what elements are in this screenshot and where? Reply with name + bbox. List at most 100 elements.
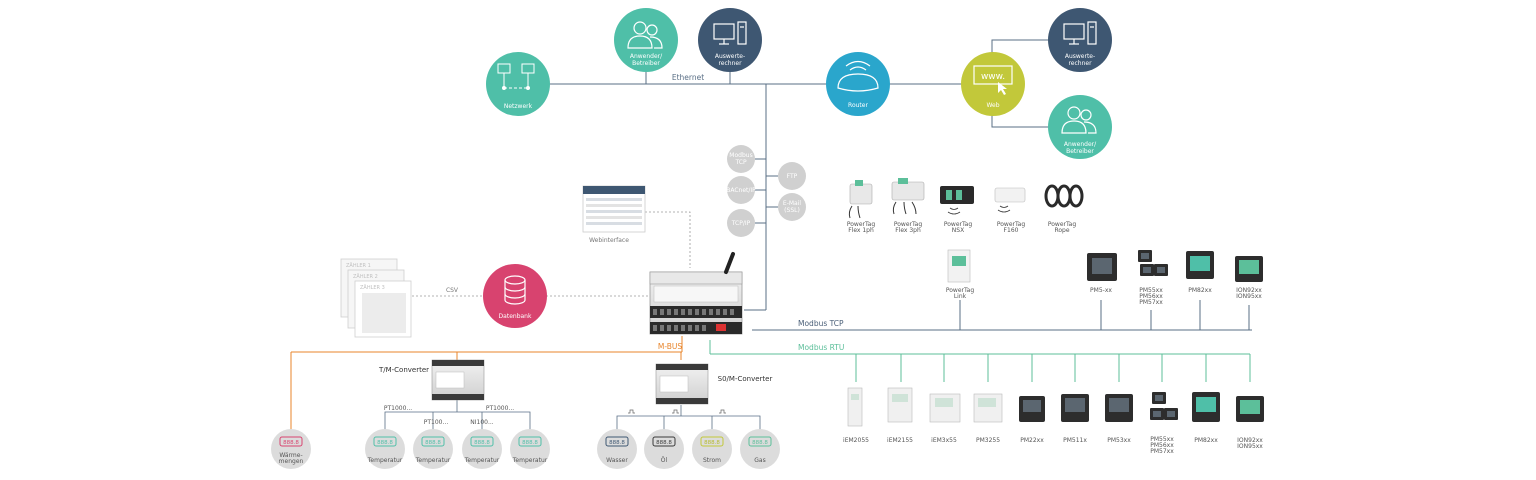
mbus-label: M-BUS xyxy=(658,342,683,351)
rtu-meter-7-label: PM53xx xyxy=(1107,437,1131,444)
anwender-right-label-1: Anwender/ xyxy=(1064,141,1097,148)
tm-converter: T/M-Converter xyxy=(378,359,485,401)
protocol-email: E-Mail (SSL) xyxy=(778,193,806,221)
anwender-top-label-1: Anwender/ xyxy=(630,53,663,60)
protocol-modbus-tcp-label-2: TCP xyxy=(734,159,747,166)
bottom-node-strom: 888.8 Strom xyxy=(692,429,732,469)
node-auswerte-top: Auswerte- rechner xyxy=(698,8,762,72)
anwender-right-label-2: Betreiber xyxy=(1066,148,1094,155)
bottom-node-temp-1: 888.8 Temperatur xyxy=(365,429,405,469)
rtu-meter-3-label: iEM3x55 xyxy=(931,437,957,444)
oel-display: 888.8 xyxy=(656,440,672,446)
datenbank-label: Datenbank xyxy=(499,313,532,320)
powertag-1-label-2: Flex 1ph xyxy=(848,227,874,234)
bottom-node-gas: 888.8 Gas xyxy=(740,429,780,469)
powertag-link-label-2: Link xyxy=(954,293,967,300)
main-controller-device xyxy=(649,252,743,335)
tcp-meter-3-label: PM82xx xyxy=(1188,287,1212,294)
network-icon xyxy=(497,63,535,90)
temp-1-display: 888.8 xyxy=(377,440,393,446)
sensor-pt100-label: PT100... xyxy=(424,419,449,426)
powertag-flex-3ph: PowerTag Flex 3ph xyxy=(891,178,925,234)
temp-4-label: Temperatur xyxy=(512,457,548,464)
rtu-meter-pm53xx: PM53xx xyxy=(1105,394,1133,444)
bottom-node-temp-3: 888.8 Temperatur xyxy=(462,429,502,469)
ethernet-label: Ethernet xyxy=(672,73,704,82)
temp-2-label: Temperatur xyxy=(415,457,451,464)
converter-sensor-lines xyxy=(384,400,761,432)
tm-converter-label: T/M-Converter xyxy=(378,366,429,374)
powertag-2-label-1: PowerTag xyxy=(894,221,922,228)
zaehler-3-label: ZÄHLER 3 xyxy=(360,284,385,291)
temp-2-display: 888.8 xyxy=(425,440,441,446)
tcp-meter-1-label: PM5-xx xyxy=(1090,287,1112,294)
zaehler-reports: ZÄHLER 1 ZÄHLER 2 ZÄHLER 3 xyxy=(340,258,412,338)
anwender-top-label-2: Betreiber xyxy=(632,60,660,67)
netzwerk-label: Netzwerk xyxy=(504,103,533,110)
protocol-email-label-2: (SSL) xyxy=(784,207,800,214)
node-netzwerk: Netzwerk xyxy=(486,52,550,116)
protocol-nodes: Modbus TCP BACnet/IP TCP/IP FTP E-Mail (… xyxy=(726,145,806,237)
bottom-node-oel: 888.8 Öl xyxy=(644,429,684,469)
rtu-meter-8-label-2: PM56xx xyxy=(1150,442,1174,449)
sensor-pt1000-b-label: PT1000... xyxy=(486,405,514,412)
dotted-links xyxy=(412,211,691,297)
protocol-email-label-1: E-Mail xyxy=(783,200,801,207)
powertag-link: PowerTag Link xyxy=(946,249,974,300)
users-icon xyxy=(627,21,663,49)
webinterface-screenshot: Webinterface xyxy=(582,185,646,244)
modbus-rtu-label: Modbus RTU xyxy=(798,343,844,352)
router-label: Router xyxy=(848,102,868,109)
csv-label: CSV xyxy=(446,287,459,294)
protocol-bacnet: BACnet/IP xyxy=(726,176,756,204)
strom-label: Strom xyxy=(703,457,721,464)
connection-lines xyxy=(518,39,1252,331)
wasser-label: Wasser xyxy=(606,457,628,464)
rtu-meter-iem2155: iEM2155 xyxy=(887,387,913,444)
rtu-meter-9-label: PM82xx xyxy=(1194,437,1218,444)
powertag-5-label-1: PowerTag xyxy=(1048,221,1076,228)
tcp-meter-ion92xx: ION92xx ION95xx xyxy=(1235,256,1263,300)
rtu-meter-pm511x: PM511x xyxy=(1061,394,1089,444)
sm-converter: S0/M-Converter xyxy=(655,363,772,405)
auswerte-top-label-2: rechner xyxy=(718,60,742,67)
rtu-meter-10-label-2: ION95xx xyxy=(1237,443,1263,450)
powertag-flex-1ph: PowerTag Flex 1ph xyxy=(847,180,875,234)
temp-3-display: 888.8 xyxy=(474,440,490,446)
tcp-meter-pm55xx: PM55xx PM56xx PM57xx xyxy=(1138,250,1168,306)
pulse-icons xyxy=(628,409,726,414)
protocol-modbus-tcp: Modbus TCP xyxy=(727,145,755,173)
router-icon xyxy=(837,60,879,92)
powertag-5-label-2: Rope xyxy=(1054,227,1069,234)
users-icon xyxy=(1061,106,1097,134)
computer-icon xyxy=(1063,21,1097,45)
rtu-meters: iEM2055 iEM2155 iEM3x55 PM3255 PM22xx PM… xyxy=(843,387,1264,455)
waerme-label-2: mengen xyxy=(279,458,304,465)
rtu-meter-iem3x55: iEM3x55 xyxy=(929,393,961,444)
rtu-meter-pm3255: PM3255 xyxy=(973,393,1003,444)
auswerte-right-label-2: rechner xyxy=(1068,60,1092,67)
tcp-meter-2-label-1: PM55xx xyxy=(1139,287,1163,294)
powertag-nsx: PowerTag NSX xyxy=(940,186,974,234)
bottom-node-temp-2: 888.8 Temperatur xyxy=(413,429,453,469)
powertag-f160: PowerTag F160 xyxy=(994,187,1025,234)
gas-display: 888.8 xyxy=(752,440,768,446)
powertag-4-label-1: PowerTag xyxy=(997,221,1025,228)
temp-1-label: Temperatur xyxy=(367,457,403,464)
browser-icon: www. xyxy=(973,65,1013,95)
mbus-lines xyxy=(290,336,683,432)
tcp-meter-2-label-2: PM56xx xyxy=(1139,293,1163,300)
rtu-meter-6-label: PM511x xyxy=(1063,437,1087,444)
zaehler-2-label: ZÄHLER 2 xyxy=(353,273,378,280)
powertag-2-label-2: Flex 3ph xyxy=(895,227,921,234)
node-web: www. Web xyxy=(961,52,1025,116)
strom-display: 888.8 xyxy=(704,440,720,446)
bottom-node-waerme: 888.8 Wärme- mengen xyxy=(271,429,311,469)
node-auswerte-right: Auswerte- rechner xyxy=(1048,8,1112,72)
rtu-meter-pm82xx: PM82xx xyxy=(1192,392,1220,444)
rtu-meter-pm22xx: PM22xx xyxy=(1019,396,1045,444)
protocol-ftp: FTP xyxy=(778,162,806,190)
modbus-tcp-label: Modbus TCP xyxy=(798,319,844,328)
rtu-meter-10-label-1: ION92xx xyxy=(1237,437,1263,444)
